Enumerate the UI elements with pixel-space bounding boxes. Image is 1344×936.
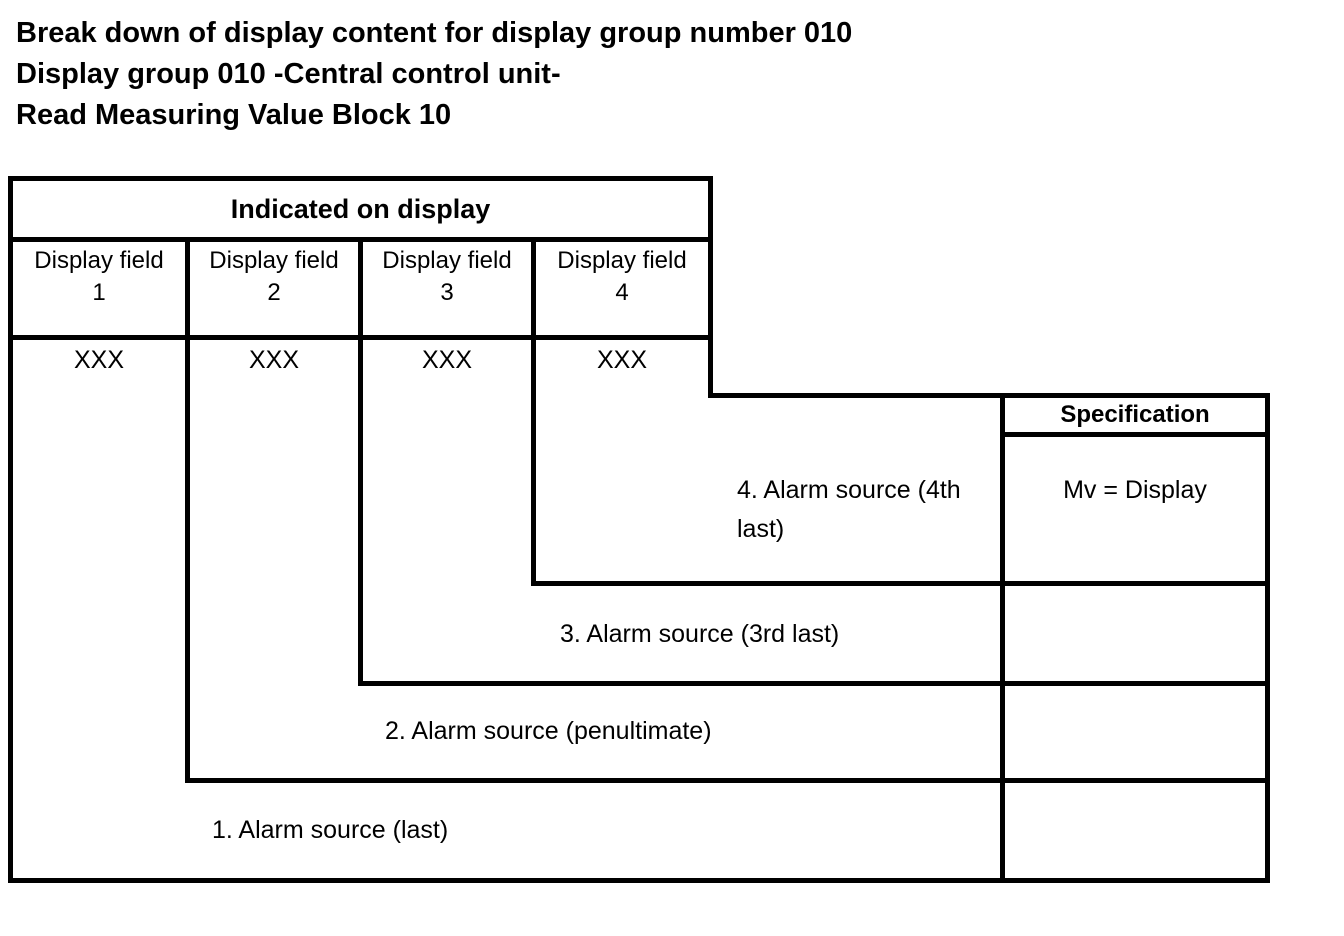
spec-column-border-right bbox=[1265, 393, 1270, 883]
table-divider-col3-col4 bbox=[531, 238, 536, 586]
step-top-line bbox=[708, 393, 1270, 398]
specification-header: Specification bbox=[1060, 401, 1210, 428]
row4-bottom-line bbox=[531, 581, 1270, 586]
alarm-row-label-3: 3. Alarm source (3rd last) bbox=[560, 620, 840, 648]
column-header-divider bbox=[8, 335, 713, 340]
specification-value: Mv = Display bbox=[1063, 476, 1207, 504]
spec-column-border-left bbox=[1000, 393, 1005, 883]
column-header-label: Display field bbox=[34, 247, 164, 274]
title-line-3: Read Measuring Value Block 10 bbox=[16, 99, 452, 131]
alarm-row-label-1: 1. Alarm source (last) bbox=[212, 816, 449, 844]
column-header-number: 4 bbox=[615, 279, 629, 306]
display-table-header: Indicated on display bbox=[230, 193, 491, 224]
column-header-display-field-2: Display field 2 bbox=[190, 243, 358, 335]
column-header-label: Display field bbox=[209, 247, 339, 274]
column-header-label: Display field bbox=[382, 247, 512, 274]
column-header-display-field-4: Display field 4 bbox=[536, 243, 708, 335]
display-field-value-2: XXX bbox=[248, 345, 300, 374]
display-field-value-4: XXX bbox=[596, 345, 648, 374]
row2-bottom-line bbox=[185, 778, 1270, 783]
table-header-divider bbox=[8, 237, 713, 242]
title-line-1: Break down of display content for displa… bbox=[16, 17, 853, 49]
spec-header-divider bbox=[1000, 432, 1270, 437]
row3-bottom-line bbox=[358, 681, 1270, 686]
column-header-display-field-3: Display field 3 bbox=[363, 243, 531, 335]
column-header-number: 1 bbox=[92, 279, 106, 306]
table-border-bottom bbox=[8, 878, 1270, 883]
display-field-value-1: XXX bbox=[73, 345, 125, 374]
table-border-top bbox=[8, 176, 713, 181]
title-line-2: Display group 010 -Central control unit- bbox=[16, 58, 561, 90]
column-header-number: 3 bbox=[440, 279, 454, 306]
display-field-value-3: XXX bbox=[421, 345, 473, 374]
table-divider-col1-col2 bbox=[185, 238, 190, 783]
page-title: Break down of display content for displa… bbox=[16, 13, 852, 136]
alarm-row-label-4: 4. Alarm source (4th last) bbox=[737, 476, 961, 543]
table-border-left bbox=[8, 176, 13, 883]
table-divider-col2-col3 bbox=[358, 238, 363, 686]
column-header-label: Display field bbox=[557, 247, 687, 274]
column-header-display-field-1: Display field 1 bbox=[13, 243, 185, 335]
table-border-right bbox=[708, 176, 713, 398]
alarm-row-label-2: 2. Alarm source (penultimate) bbox=[385, 717, 712, 745]
column-header-number: 2 bbox=[267, 279, 281, 306]
